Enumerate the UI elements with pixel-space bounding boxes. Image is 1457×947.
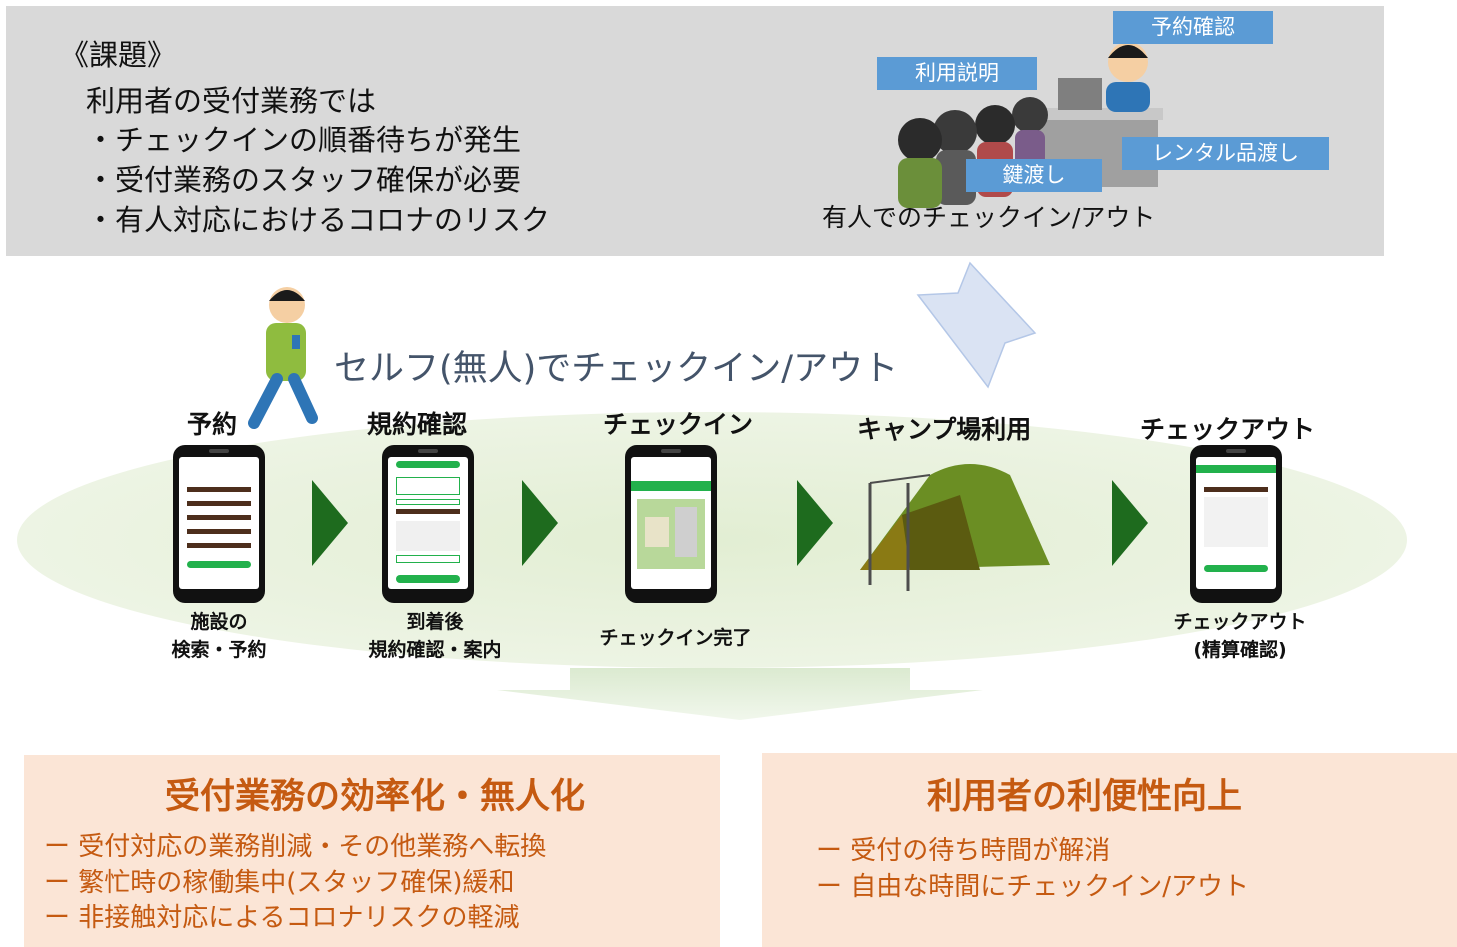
result-item: ー 受付対応の業務削減・その他業務へ転換 <box>44 832 547 862</box>
person-head <box>898 118 942 162</box>
result-item: ー 受付の待ち時間が解消 <box>816 836 1111 866</box>
result-down-arrow-icon <box>497 668 983 720</box>
tent-door <box>890 495 980 570</box>
self-checkin-title: セルフ(無人)でチェックイン/アウト <box>334 349 899 389</box>
step-caption-reservation: 施設の 検索・予約 <box>171 611 267 661</box>
tag-rental-handover: レンタル品渡し <box>1122 137 1329 170</box>
transition-arrow-icon <box>916 261 1037 389</box>
result-title-convenience: 利用者の利便性向上 <box>927 777 1243 817</box>
step-title-camp-use: キャンプ場利用 <box>857 415 1032 444</box>
issue-title: 《課題》 <box>60 38 177 72</box>
tent-fly <box>860 515 910 570</box>
tag-key-handover: 鍵渡し <box>966 159 1102 192</box>
result-item: ー 自由な時間にチェックイン/アウト <box>816 872 1250 902</box>
step-title-checkin: チェックイン <box>603 410 754 439</box>
person-hair <box>269 290 305 301</box>
step-arrow-icon <box>1112 480 1148 566</box>
step-arrow-icon <box>522 480 558 566</box>
manned-caption: 有人でのチェックイン/アウト <box>822 203 1156 232</box>
step-title-checkout: チェックアウト <box>1140 415 1316 444</box>
person-head <box>933 110 977 154</box>
person-head <box>975 105 1015 145</box>
smartphone-icon <box>292 335 300 349</box>
step-arrow-icon <box>312 480 348 566</box>
result-item: ー 繁忙時の稼働集中(スタッフ確保)緩和 <box>44 868 515 898</box>
result-item: ー 非接触対応によるコロナリスクの軽減 <box>44 903 520 933</box>
laptop <box>1058 78 1102 110</box>
transition-arrow-shape <box>916 261 1037 389</box>
result-box-efficiency <box>24 755 720 947</box>
tag-reservation-check: 予約確認 <box>1113 11 1273 44</box>
phone-checkout-screen <box>1190 445 1282 603</box>
person-leg <box>248 373 283 429</box>
result-box-convenience <box>762 753 1457 947</box>
tent-icon <box>860 464 1050 591</box>
issue-line: ・受付業務のスタッフ確保が必要 <box>86 163 522 197</box>
person-leg <box>288 373 318 424</box>
step-title-reservation: 予約 <box>187 410 238 439</box>
issue-line: 利用者の受付業務では <box>86 84 377 118</box>
tag-usage-explanation: 利用説明 <box>877 57 1037 90</box>
step-caption-terms: 到着後 規約確認・案内 <box>368 611 502 661</box>
person-body <box>266 323 306 381</box>
phone-reservation-screen <box>173 445 265 603</box>
staff-hair <box>1108 45 1148 58</box>
person-body <box>898 158 942 208</box>
step-title-terms: 規約確認 <box>367 410 468 439</box>
issue-line: ・チェックインの順番待ちが発生 <box>86 123 522 157</box>
phone-terms-screen <box>382 445 474 603</box>
step-arrow-icon <box>797 480 833 566</box>
tent-rope <box>869 474 931 484</box>
step-caption-checkout: チェックアウト (精算確認) <box>1173 611 1307 661</box>
step-caption-checkin: チェックイン完了 <box>599 627 752 649</box>
result-title-efficiency: 受付業務の効率化・無人化 <box>165 777 586 817</box>
staff-body <box>1106 82 1150 112</box>
person-with-phone-illustration <box>248 287 318 429</box>
issue-line: ・有人対応におけるコロナのリスク <box>86 203 551 237</box>
phone-checkin-map-screen <box>625 445 717 603</box>
person-head <box>1012 97 1048 133</box>
